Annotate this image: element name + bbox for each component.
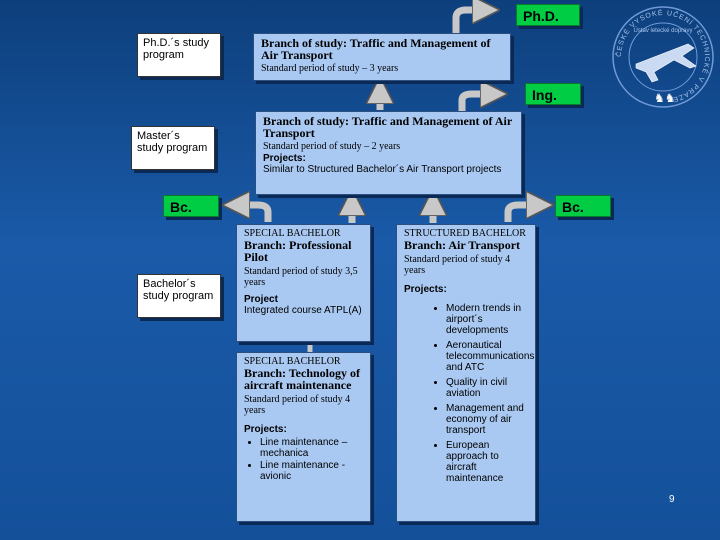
masters-projects-label: Projects:	[263, 153, 306, 164]
air-transport-project-item: Modern trends in airport´s developments	[446, 303, 528, 336]
degree-ing-text: Ing.	[532, 87, 557, 103]
degree-bc-right-badge: Bc.	[555, 195, 611, 217]
air-transport-project-item: European approach to aircraft maintenanc…	[446, 440, 528, 484]
air-transport-tag: STRUCTURED BACHELOR	[404, 228, 526, 239]
maintenance-projects-list: Line maintenance – mechanica Line mainte…	[244, 437, 363, 482]
air-transport-projects-label: Projects:	[404, 284, 447, 295]
phd-branch-standard: Standard period of study – 3 years	[261, 63, 399, 74]
pilot-branch-title: Branch: Professional Pilot	[244, 238, 352, 264]
masters-branch-box: Branch of study: Traffic and Management …	[255, 111, 522, 195]
lion-icon: ♞♞	[654, 91, 676, 105]
masters-projects-text: Similar to Structured Bachelor´s Air Tra…	[263, 164, 502, 175]
phd-branch-title: Branch of study: Traffic and Management …	[261, 36, 491, 62]
maintenance-standard: Standard period of study 4 years	[244, 394, 351, 416]
degree-phd-text: Ph.D.	[523, 8, 559, 24]
maintenance-project-item: Line maintenance – mechanica	[260, 437, 363, 459]
masters-branch-standard: Standard period of study – 2 years	[263, 141, 401, 152]
air-transport-project-item: Aeronautical telecommunications and ATC	[446, 340, 534, 373]
air-transport-project-item: Management and economy of air transport	[446, 403, 528, 436]
degree-bc-right-text: Bc.	[562, 199, 584, 215]
air-transport-projects-list: Modern trends in airport´s developments …	[404, 303, 534, 484]
pilot-standard: Standard period of study 3,5 years	[244, 266, 358, 288]
air-transport-branch-box: STRUCTURED BACHELOR Branch: Air Transpor…	[396, 224, 536, 522]
masters-program-label-text: Master´s study program	[137, 130, 208, 154]
maintenance-tag: SPECIAL BACHELOR	[244, 356, 341, 367]
maintenance-branch-box: SPECIAL BACHELOR Branch: Technology of a…	[236, 352, 371, 522]
logo-inner-text: Ústav letecké dopravy	[633, 27, 692, 34]
bachelor-program-label-text: Bachelor´s study program	[143, 278, 214, 302]
phd-program-label: Ph.D.´s study program	[137, 33, 221, 77]
page-number: 9	[669, 494, 675, 505]
phd-program-label-text: Ph.D.´s study program	[143, 37, 210, 61]
university-logo: ČESKÉ VYSOKÉ UČENÍ TECHNICKÉ V PRAZE Úst…	[608, 2, 718, 112]
bachelor-program-label: Bachelor´s study program	[137, 274, 221, 318]
arrow-to-bc-right	[504, 205, 540, 222]
degree-bc-left-text: Bc.	[170, 199, 192, 215]
air-transport-branch-title: Branch: Air Transport	[404, 238, 521, 252]
masters-branch-title: Branch of study: Traffic and Management …	[263, 114, 512, 140]
maintenance-project-item: Line maintenance - avionic	[260, 460, 363, 482]
arrow-to-bc-left	[236, 205, 272, 222]
pilot-project-label: Project	[244, 294, 278, 305]
pilot-branch-box: SPECIAL BACHELOR Branch: Professional Pi…	[236, 224, 371, 342]
maintenance-projects-label: Projects:	[244, 424, 287, 435]
air-transport-standard: Standard period of study 4 years	[404, 254, 511, 276]
arrow-to-ing	[458, 94, 494, 112]
maintenance-branch-title: Branch: Technology of aircraft maintenan…	[244, 366, 361, 392]
phd-branch-box: Branch of study: Traffic and Management …	[253, 33, 511, 81]
airplane-icon	[635, 43, 697, 83]
degree-ing-badge: Ing.	[525, 83, 581, 105]
masters-program-label: Master´s study program	[131, 126, 215, 170]
arrow-to-phd	[452, 10, 486, 36]
pilot-tag: SPECIAL BACHELOR	[244, 228, 341, 239]
degree-bc-left-badge: Bc.	[163, 195, 219, 217]
air-transport-project-item: Quality in civil aviation	[446, 377, 528, 399]
degree-phd-badge: Ph.D.	[516, 4, 580, 26]
logo-emblem-icon: ČESKÉ VYSOKÉ UČENÍ TECHNICKÉ V PRAZE Úst…	[612, 6, 714, 108]
pilot-project-text: Integrated course ATPL(A)	[244, 305, 362, 316]
